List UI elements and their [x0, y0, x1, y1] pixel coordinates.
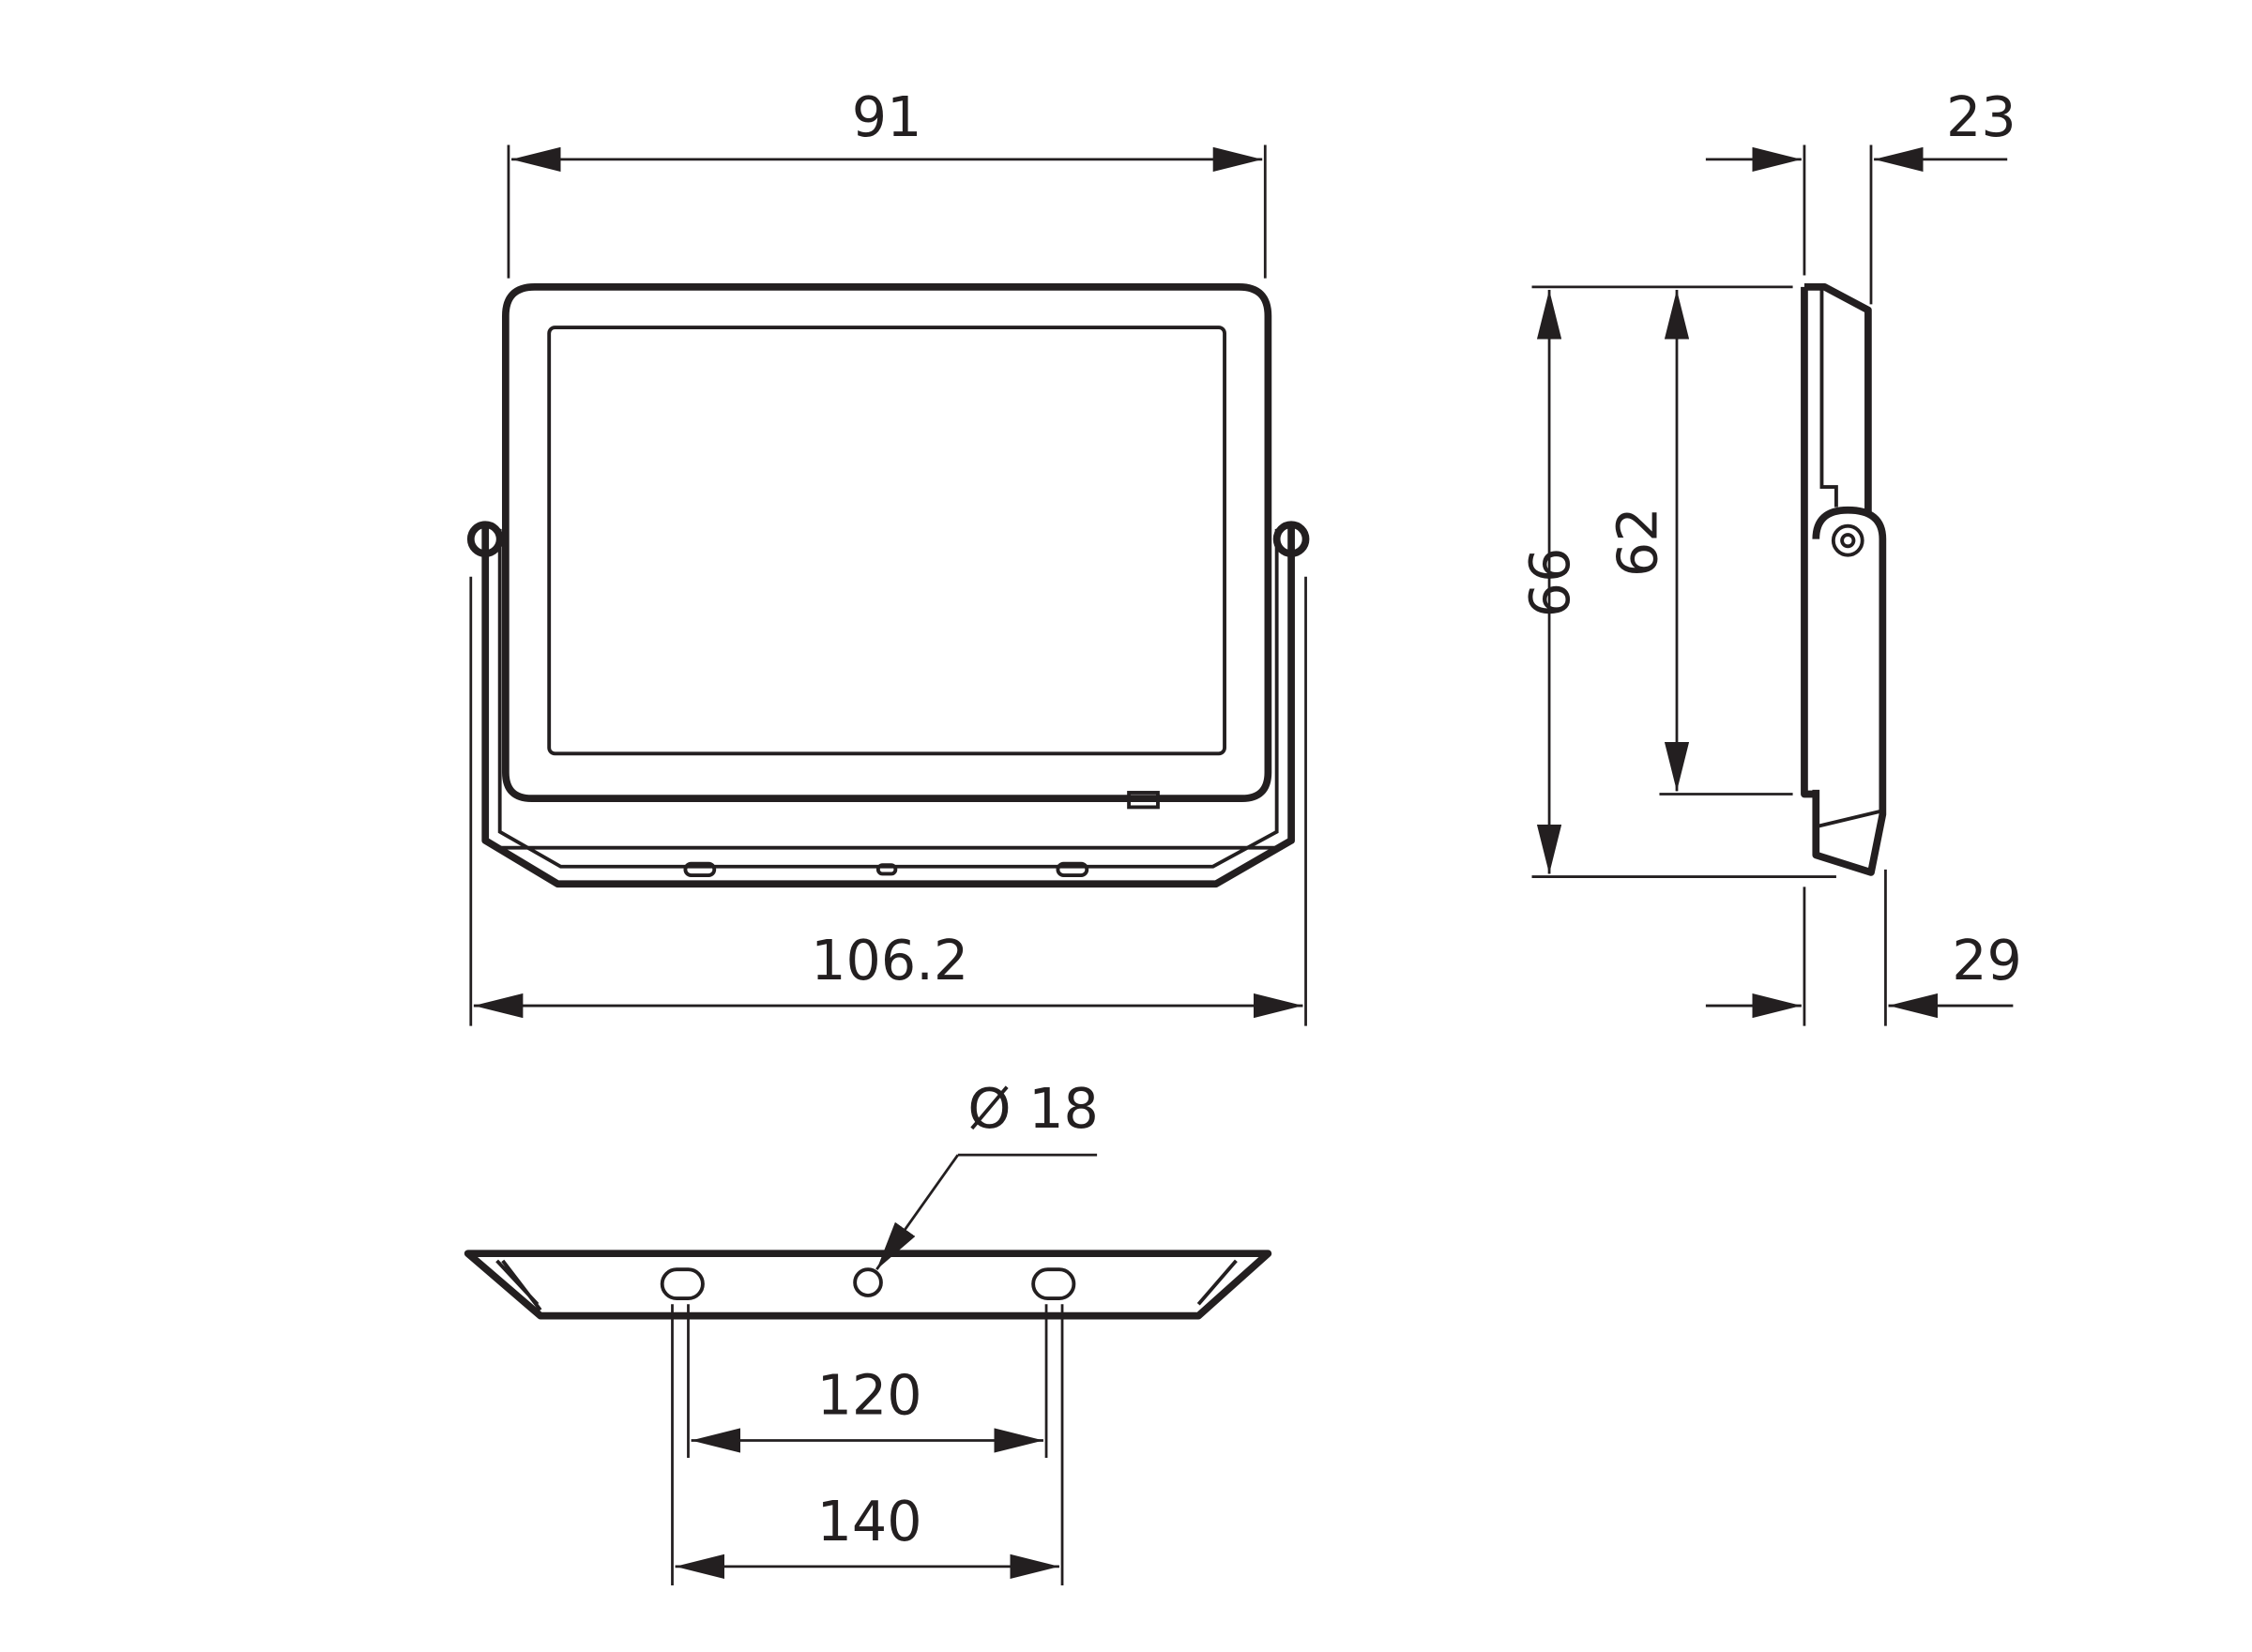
dim-height-total: 99 [1515, 548, 1579, 618]
side-view: 23 99 62 29 [1515, 85, 2022, 1026]
pivot-knob-right [1272, 521, 1310, 557]
bracket-inner-edge [497, 528, 1279, 869]
front-hole-center [875, 863, 898, 876]
dim-depth-bottom: 29 [1952, 929, 2022, 993]
mounting-slot-right [1031, 1267, 1076, 1301]
front-view: 91 106.2 [466, 85, 1310, 1026]
side-bracket-fold [1818, 810, 1880, 828]
leader-arrow [875, 1154, 959, 1270]
dim-hole-spacing-outer: 140 [817, 1490, 922, 1553]
front-slot-right [1056, 861, 1089, 877]
pivot-screw-inner [1840, 533, 1856, 549]
side-housing-inner-edge [1819, 289, 1838, 508]
floodlight-housing [501, 282, 1272, 803]
bracket-plate [464, 1250, 1272, 1320]
front-slot-left [683, 861, 717, 877]
bottom-view: Ø 18 120 140 [464, 1077, 1272, 1585]
mounting-slot-left [660, 1267, 705, 1301]
dim-width-bottom: 106.2 [811, 929, 968, 993]
side-housing [1801, 282, 1872, 798]
mounting-bracket [481, 522, 1295, 888]
dim-width-top: 91 [852, 85, 922, 149]
side-bracket [1812, 506, 1887, 876]
cable-hole [853, 1267, 883, 1297]
cable-gland-tab [1127, 791, 1160, 810]
dim-hole-diameter: Ø 18 [967, 1077, 1099, 1141]
pivot-knob-left [466, 521, 504, 557]
dim-hole-spacing-inner: 120 [817, 1364, 922, 1428]
dim-height-inner: 62 [1605, 507, 1669, 577]
pivot-screw-outer [1831, 523, 1864, 557]
dim-depth-top: 23 [1946, 85, 2016, 149]
bracket-plate-bevels [495, 1259, 1238, 1311]
lens-window [547, 326, 1226, 756]
